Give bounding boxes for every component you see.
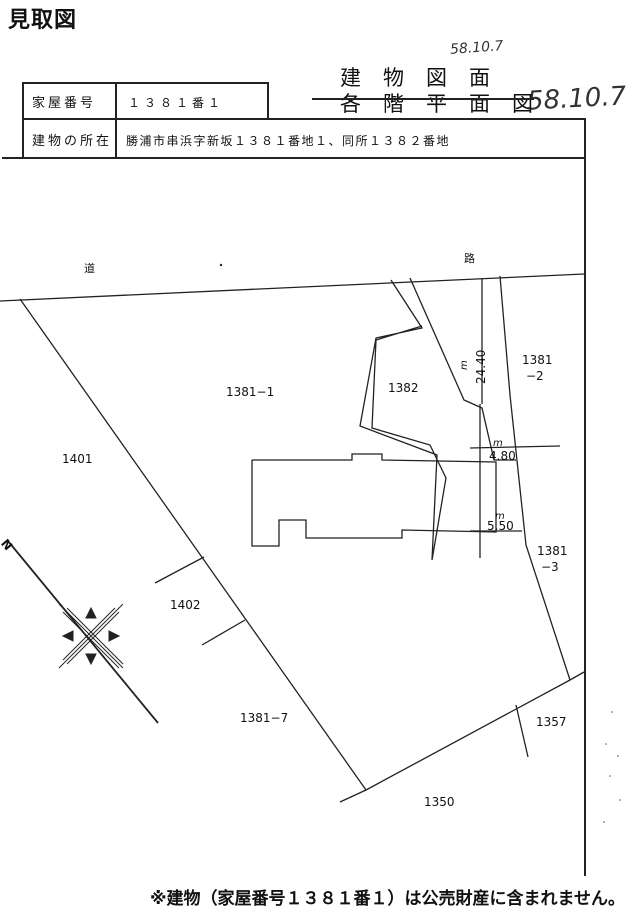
boundary-1401 (19, 298, 367, 791)
compass-icon: N (0, 536, 159, 724)
boundary-1357 (515, 704, 529, 758)
boundary-1402-bottom (201, 619, 246, 646)
dim-24-40-unit: m (459, 360, 470, 370)
table-rule-top (22, 82, 268, 84)
road-dot (219, 263, 223, 267)
house-number-label: 家屋番号 (32, 96, 97, 111)
footer-note: ※建物（家屋番号１３８１番１）は公売財産に含まれません。 (150, 889, 626, 909)
parcel-1402-label: 1402 (170, 598, 201, 612)
parcel-1401-label: 1401 (62, 452, 93, 466)
dim-4-80-unit: m (493, 438, 503, 449)
struck-drawing-title: 各階平面図 (340, 92, 555, 116)
parcel-1381-2-boundary (409, 277, 516, 461)
location-label: 建物の所在 (32, 134, 113, 149)
table-rule-right-short (267, 82, 269, 119)
scan-marks (603, 711, 621, 823)
parcel-1381-1-label: 1381−1 (226, 385, 274, 399)
table-rule-mid (22, 118, 584, 120)
page-title: 見取図 (8, 8, 78, 33)
boundary-1402-top (154, 556, 205, 584)
dim-5-50-value: 5.50 (487, 519, 514, 533)
parcel-1382-outline (359, 279, 447, 561)
frame-rule-right (584, 118, 586, 876)
boundary-bottom (339, 671, 585, 803)
road-char-1: 道 (84, 261, 95, 275)
dim-4-80-value: 4.80 (489, 449, 516, 463)
svg-text:N: N (0, 536, 15, 553)
boundary-east (499, 275, 571, 681)
parcel-1381-2-label: 1381−2 (522, 353, 553, 383)
building-outline (251, 453, 497, 547)
house-number-value: １３８１番１ (128, 96, 225, 110)
road-line (0, 273, 585, 302)
dim-5-50-unit: m (495, 511, 505, 522)
dim-4-80-line (469, 445, 561, 449)
table-rule-left (22, 82, 24, 158)
parcel-1381-7-label: 1381−7 (240, 711, 288, 725)
location-value: 勝浦市串浜字新坂１３８１番地１、同所１３８２番地 (126, 134, 451, 148)
parcel-1382-label: 1382 (388, 381, 419, 395)
dim-24-40-value: 24.40 (474, 350, 488, 384)
road-char-2: 路 (464, 252, 475, 265)
strike-through-line (312, 98, 534, 100)
parcel-1381-3-label: 1381−3 (537, 544, 568, 574)
parcel-1350-label: 1350 (424, 795, 455, 809)
table-rule-divider (115, 82, 117, 158)
table-rule-bottom (2, 157, 584, 159)
parcel-1357-label: 1357 (536, 715, 567, 729)
drawing-title: 建物図面 (340, 66, 512, 90)
